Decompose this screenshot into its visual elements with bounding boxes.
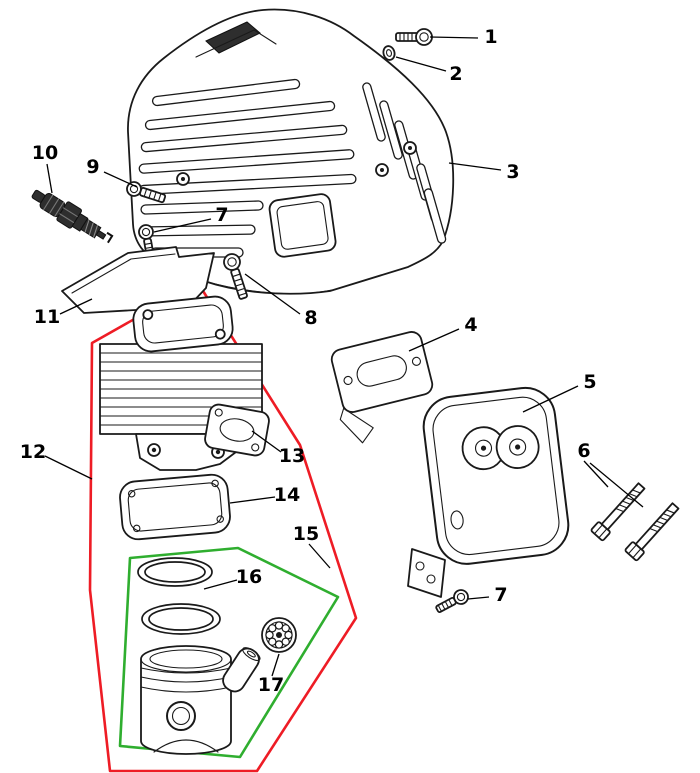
cover-grip-slot xyxy=(205,21,261,54)
cylinder xyxy=(99,295,263,471)
callout-label-4: 4 xyxy=(464,314,477,336)
muffler-gasket xyxy=(330,331,434,444)
needle-bearing xyxy=(261,617,297,653)
callout-label-3: 3 xyxy=(506,161,519,183)
piston-rings xyxy=(137,557,221,635)
screw-8 xyxy=(223,253,248,300)
leader-line-12 xyxy=(44,455,93,480)
leader-line-15 xyxy=(308,543,331,569)
leader-line-7 xyxy=(153,218,212,233)
leader-line-8 xyxy=(244,273,301,315)
leader-line-7 xyxy=(467,596,490,600)
cover-vents-right xyxy=(362,82,447,244)
cylinder-base-gasket xyxy=(119,473,231,541)
callout-label-5: 5 xyxy=(583,371,596,393)
washer-2 xyxy=(382,45,396,61)
leader-line-11 xyxy=(59,298,93,315)
cylinder-cover xyxy=(127,8,455,295)
cylinder-assembly-outline xyxy=(88,281,358,773)
exhaust-gasket xyxy=(204,403,270,457)
leader-line-9 xyxy=(103,171,138,188)
screw-1 xyxy=(395,28,433,46)
leader-line-13 xyxy=(251,430,282,453)
leader-line-6 xyxy=(589,462,644,508)
leader-line-17 xyxy=(271,653,280,677)
screw-6-a xyxy=(590,482,646,542)
leader-line-14 xyxy=(229,496,276,504)
callout-label-14: 14 xyxy=(274,484,300,506)
leader-line-4 xyxy=(408,328,460,352)
piston xyxy=(140,645,232,755)
callout-label-6: 6 xyxy=(577,440,590,462)
callout-label-1: 1 xyxy=(484,26,497,48)
leader-line-16 xyxy=(203,579,238,590)
callout-label-9: 9 xyxy=(86,156,99,178)
spark-plug xyxy=(31,189,114,244)
callout-label-12: 12 xyxy=(20,441,46,463)
screw-6-b xyxy=(624,502,680,562)
cover-vents-left xyxy=(138,78,357,258)
leader-line-6 xyxy=(583,460,609,488)
cover-window xyxy=(268,193,337,258)
cylinder-top-plate xyxy=(132,295,234,353)
callout-label-7: 7 xyxy=(215,204,228,226)
callout-label-10: 10 xyxy=(32,142,58,164)
muffler-bracket xyxy=(407,548,446,598)
leader-line-5 xyxy=(522,385,579,413)
carb-shield-gasket xyxy=(61,246,215,314)
leader-line-3 xyxy=(448,162,502,171)
callout-label-17: 17 xyxy=(258,674,284,696)
muffler xyxy=(422,386,570,565)
callout-label-13: 13 xyxy=(279,445,305,467)
callout-label-11: 11 xyxy=(34,306,60,328)
cover-screw-bosses xyxy=(176,141,417,186)
leader-line-2 xyxy=(395,56,447,72)
leader-line-1 xyxy=(429,36,479,39)
leader-line-10 xyxy=(46,163,53,194)
callout-label-16: 16 xyxy=(236,566,262,588)
wrist-pin xyxy=(222,647,261,693)
callout-label-8: 8 xyxy=(304,307,317,329)
screw-7-bottom xyxy=(435,589,469,613)
callout-label-15: 15 xyxy=(293,523,319,545)
callout-label-7: 7 xyxy=(494,584,507,606)
callout-label-2: 2 xyxy=(449,63,462,85)
